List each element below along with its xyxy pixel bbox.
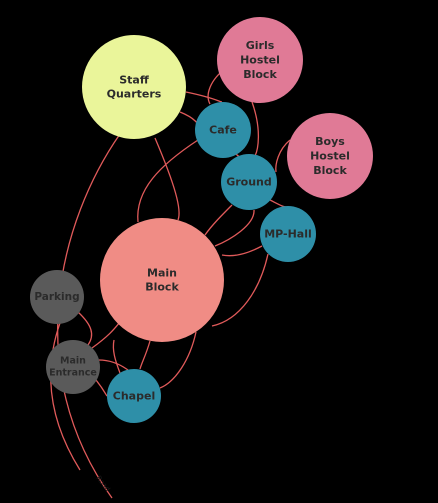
bubble-label-mphall: MP-Hall: [264, 228, 312, 241]
connection-line: [91, 321, 121, 349]
bubble-label-main: Main: [147, 266, 177, 279]
connection-line: [214, 209, 255, 247]
connection-line: [251, 101, 260, 157]
bubble-label-girls: Girls: [246, 39, 275, 52]
bubble-circle-entrance: [46, 340, 100, 394]
bubble-circle-cafe: [195, 102, 251, 158]
connection-line: [77, 311, 93, 346]
bubble-label-boys: Hostel: [310, 150, 350, 163]
bubble-circle-chapel: [107, 369, 161, 423]
zone-bubbles: StaffQuartersGirlsHostelBlockCafeBoysHos…: [30, 17, 373, 423]
bubble-label-boys: Block: [313, 164, 347, 177]
bubble-circle-staff: [82, 35, 186, 139]
bubble-label-entrance: Entrance: [49, 368, 97, 379]
connection-line: [185, 91, 223, 103]
bubble-label-staff: Quarters: [107, 88, 162, 101]
connection-line: [50, 322, 81, 471]
bubble-label-boys: Boys: [315, 135, 345, 148]
bubble-cafe: Cafe: [195, 102, 251, 158]
connection-line: [211, 253, 269, 327]
connection-line: [95, 379, 108, 397]
bubble-label-parking: Parking: [34, 291, 79, 303]
bubble-parking: Parking: [30, 270, 84, 324]
connection-line: [154, 137, 180, 221]
connection-lines: [50, 67, 291, 499]
bubble-label-entrance: Main: [60, 355, 86, 366]
bubble-ground: Ground: [221, 154, 277, 210]
bubble-label-main: Block: [145, 281, 179, 294]
connection-line: [159, 331, 197, 389]
connection-line: [98, 359, 129, 371]
connection-line: [204, 204, 233, 236]
connection-line: [275, 139, 291, 173]
bubble-chapel: Chapel: [107, 369, 161, 423]
bubble-circle-mphall: [260, 206, 316, 262]
bubble-label-chapel: Chapel: [113, 390, 155, 403]
bubble-circle-ground: [221, 154, 277, 210]
bubble-label-girls: Block: [243, 68, 277, 81]
connection-line: [137, 139, 199, 223]
connection-line: [269, 199, 289, 208]
bubble-circle-boys: [287, 113, 373, 199]
bubble-circle-main: [100, 218, 224, 342]
bubble-circle-girls: [217, 17, 303, 103]
bubble-circle-parking: [30, 270, 84, 324]
road-label: Road: [94, 474, 111, 493]
bubble-label-ground: Ground: [226, 176, 272, 189]
connection-line: [112, 339, 121, 374]
bubble-label-girls: Hostel: [240, 54, 280, 67]
connection-line: [139, 340, 151, 370]
bubble-label-staff: Staff: [119, 73, 149, 86]
connection-line: [221, 245, 263, 257]
bubble-mphall: MP-Hall: [260, 206, 316, 262]
bubble-label-cafe: Cafe: [209, 124, 237, 137]
